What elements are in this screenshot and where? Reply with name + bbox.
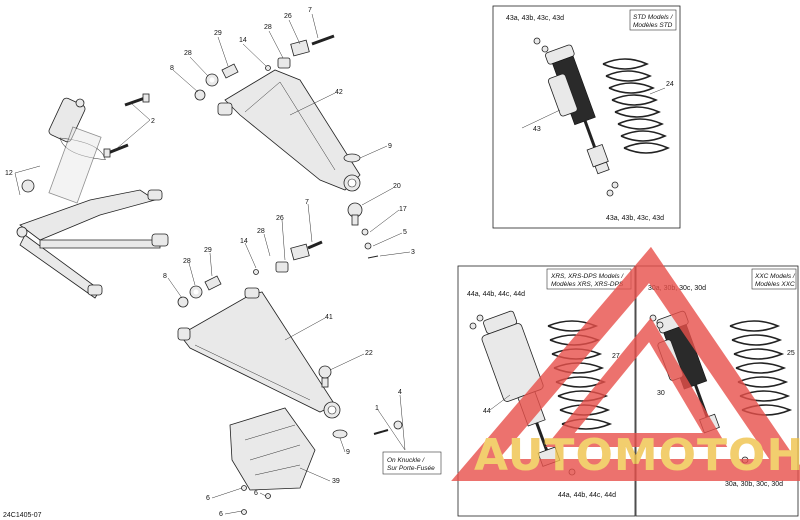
callout-29: 29 bbox=[214, 30, 222, 37]
callout-8: 8 bbox=[170, 65, 174, 72]
svg-text:Modèles XRS, XRS-DPS: Modèles XRS, XRS-DPS bbox=[551, 281, 624, 288]
skid-plate bbox=[229, 407, 316, 515]
svg-text:30: 30 bbox=[657, 390, 665, 397]
svg-text:44a, 44b, 44c, 44d: 44a, 44b, 44c, 44d bbox=[558, 492, 616, 499]
svg-text:24: 24 bbox=[666, 81, 674, 88]
callout-9: 9 bbox=[346, 449, 350, 456]
callout-1: 1 bbox=[375, 405, 379, 412]
svg-text:STD Models /: STD Models / bbox=[633, 14, 674, 21]
callout-8: 8 bbox=[163, 273, 167, 280]
svg-text:XXC Models /: XXC Models / bbox=[754, 273, 796, 280]
callout-7: 7 bbox=[308, 7, 312, 14]
callout-41: 41 bbox=[325, 314, 333, 321]
diagram-code: 24C1405-07 bbox=[3, 512, 42, 519]
svg-text:On Knuckle /: On Knuckle / bbox=[387, 457, 425, 464]
svg-text:Modèles XXC: Modèles XXC bbox=[755, 281, 795, 288]
upper-a-arm bbox=[217, 69, 361, 192]
knuckle-note: On Knuckle / Sur Porte-Fusée bbox=[382, 451, 442, 475]
svg-text:44: 44 bbox=[483, 408, 491, 415]
callout-9: 9 bbox=[388, 143, 392, 150]
knuckle-bolts bbox=[373, 420, 403, 435]
svg-text:43: 43 bbox=[533, 126, 541, 133]
upper-ball-joint bbox=[343, 153, 379, 259]
callout-6: 6 bbox=[254, 490, 258, 497]
callout-12: 12 bbox=[5, 170, 13, 177]
callout-17: 17 bbox=[399, 206, 407, 213]
svg-text:27: 27 bbox=[612, 353, 620, 360]
callout-26: 26 bbox=[284, 13, 292, 20]
lower-hardware bbox=[177, 240, 348, 439]
callout-4: 4 bbox=[398, 389, 402, 396]
svg-text:43a, 43b, 43c, 43d: 43a, 43b, 43c, 43d bbox=[606, 215, 664, 222]
upper-hardware bbox=[194, 34, 335, 101]
callout-5: 5 bbox=[403, 229, 407, 236]
callout-20: 20 bbox=[393, 183, 401, 190]
left-frame-arms bbox=[16, 189, 169, 299]
svg-text:Modèles STD: Modèles STD bbox=[633, 22, 673, 29]
svg-text:30a, 30b, 30c, 30d: 30a, 30b, 30c, 30d bbox=[725, 481, 783, 488]
callout-labels: 7 26 28 29 14 8 28 42 2 12 9 20 17 5 3 7… bbox=[5, 7, 415, 518]
std-models-box: STD Models / Modèles STD 43a, 43b, 43c, … bbox=[492, 5, 681, 229]
callout-42: 42 bbox=[335, 89, 343, 96]
callout-28: 28 bbox=[184, 50, 192, 57]
callout-6: 6 bbox=[206, 495, 210, 502]
watermark: AUTOMOTOHUB bbox=[451, 246, 800, 481]
callout-28: 28 bbox=[183, 258, 191, 265]
bolts-2 bbox=[103, 93, 150, 158]
callout-14: 14 bbox=[239, 37, 247, 44]
callout-22: 22 bbox=[365, 350, 373, 357]
callout-26: 26 bbox=[276, 215, 284, 222]
callout-3: 3 bbox=[411, 249, 415, 256]
left-shock-assembly bbox=[21, 97, 106, 204]
callout-28: 28 bbox=[264, 24, 272, 31]
leader-lines bbox=[14, 13, 411, 515]
callout-7: 7 bbox=[305, 199, 309, 206]
svg-text:Sur Porte-Fusée: Sur Porte-Fusée bbox=[387, 465, 435, 472]
callout-2: 2 bbox=[151, 118, 155, 125]
callout-29: 29 bbox=[204, 247, 212, 254]
watermark-text: AUTOMOTOHUB bbox=[474, 430, 800, 481]
svg-text:25: 25 bbox=[787, 350, 795, 357]
callout-39: 39 bbox=[332, 478, 340, 485]
callout-6: 6 bbox=[219, 511, 223, 518]
svg-text:43a, 43b, 43c, 43d: 43a, 43b, 43c, 43d bbox=[506, 15, 564, 22]
svg-text:XRS, XRS-DPS Models /: XRS, XRS-DPS Models / bbox=[550, 273, 624, 280]
svg-text:44a, 44b, 44c, 44d: 44a, 44b, 44c, 44d bbox=[467, 291, 525, 298]
callout-28: 28 bbox=[257, 228, 265, 235]
callout-14: 14 bbox=[240, 238, 248, 245]
lower-a-arm bbox=[177, 287, 341, 419]
